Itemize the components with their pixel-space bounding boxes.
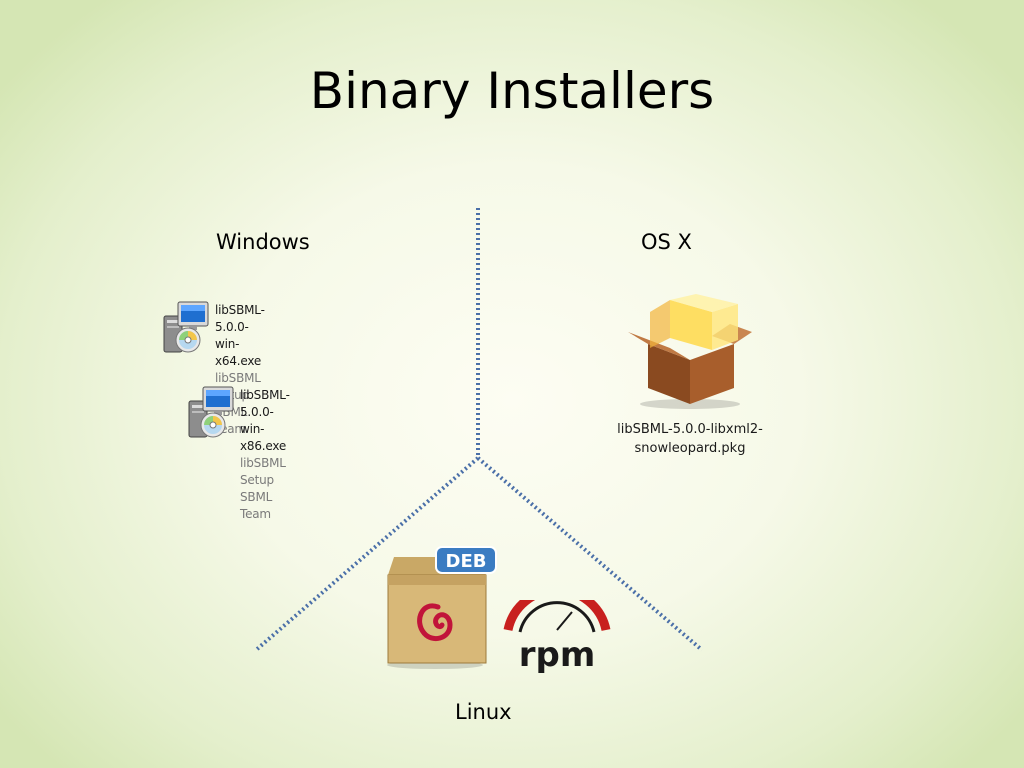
divider-left <box>254 456 480 652</box>
divider-right <box>476 456 704 652</box>
slide-title: Binary Installers <box>309 62 715 120</box>
linux-label: Linux <box>455 700 512 724</box>
rpm-logo-icon[interactable]: rpm <box>500 600 615 675</box>
debian-package-icon[interactable]: DEB <box>380 545 500 670</box>
osx-label: OS X <box>641 230 692 254</box>
windows-x86-publisher: SBML Team <box>240 490 273 521</box>
open-box-package-icon[interactable] <box>620 292 760 412</box>
windows-x86-description: libSBML Setup <box>240 456 286 487</box>
osx-package-filename-line2: snowleopard.pkg <box>634 441 746 456</box>
windows-x86-filename: libSBML-5.0.0-win-x86.exe <box>240 388 290 453</box>
setup-installer-icon <box>188 386 234 438</box>
deb-badge-text: DEB <box>446 551 487 572</box>
osx-package-filename: libSBML-5.0.0-libxml2- snowleopard.pkg <box>580 420 800 458</box>
windows-x64-filename: libSBML-5.0.0-win-x64.exe <box>215 303 265 368</box>
rpm-logo-text: rpm <box>519 635 596 675</box>
setup-installer-icon <box>163 301 209 353</box>
osx-package-filename-line1: libSBML-5.0.0-libxml2- <box>617 422 763 437</box>
windows-label: Windows <box>216 230 310 254</box>
